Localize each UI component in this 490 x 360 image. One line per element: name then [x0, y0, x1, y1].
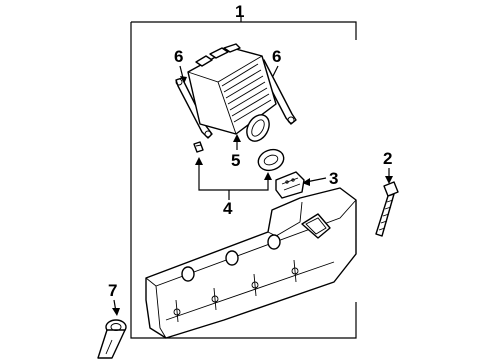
callout-2: 2 [383, 149, 392, 168]
screw-small [193, 141, 204, 153]
callout-6-left: 6 [174, 47, 183, 66]
bolt [375, 181, 399, 237]
callout-6-right: 6 [272, 47, 281, 66]
spark-plug-boot [97, 319, 127, 359]
assembly-frame [130, 16, 357, 339]
connector-plug [275, 171, 305, 199]
callout-4: 4 [223, 199, 233, 218]
callout-7: 7 [108, 281, 117, 300]
grommet [257, 148, 285, 172]
callout-3: 3 [329, 169, 338, 188]
callout-5: 5 [231, 151, 240, 170]
control-module [187, 43, 277, 142]
callout-1: 1 [235, 2, 244, 21]
leader-lines [112, 65, 393, 316]
ignition-cover [145, 187, 357, 339]
